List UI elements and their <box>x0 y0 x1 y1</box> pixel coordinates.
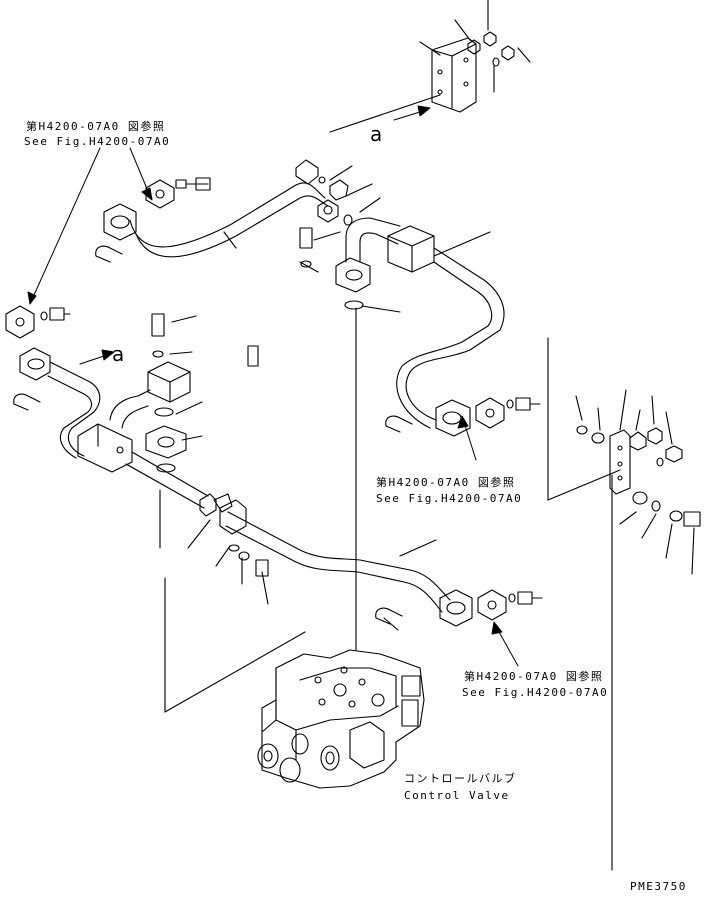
guide-lines <box>159 94 621 871</box>
upper-pipe <box>95 177 329 263</box>
lower-pipe <box>187 493 543 631</box>
top-bracket <box>419 0 531 113</box>
right-pipe <box>335 217 541 437</box>
control-valve-label-en: Control Valve <box>404 789 510 802</box>
control-valve-label-jp: コントロールバルブ <box>404 772 517 785</box>
view-marker-a-left: a <box>112 342 125 366</box>
ref-label-3-jp: 第H4200-07A0 図参照 <box>464 670 604 683</box>
middle-flanges <box>109 313 259 473</box>
view-marker-a-top: a <box>370 122 383 146</box>
reference-arrows <box>27 105 519 667</box>
ref-label-3-en: See Fig.H4200-07A0 <box>462 686 609 699</box>
fasteners-middle <box>295 159 401 313</box>
ref-label-2-jp: 第H4200-07A0 図参照 <box>376 476 516 489</box>
figure-id: PME3750 <box>630 880 687 893</box>
ref-label-1-jp: 第H4200-07A0 図参照 <box>26 120 166 133</box>
ref-label-1-en: See Fig.H4200-07A0 <box>24 135 171 148</box>
left-assembly <box>5 305 209 509</box>
control-valve-body <box>257 649 425 789</box>
right-bracket <box>575 389 701 575</box>
ref-label-2-en: See Fig.H4200-07A0 <box>376 492 523 505</box>
